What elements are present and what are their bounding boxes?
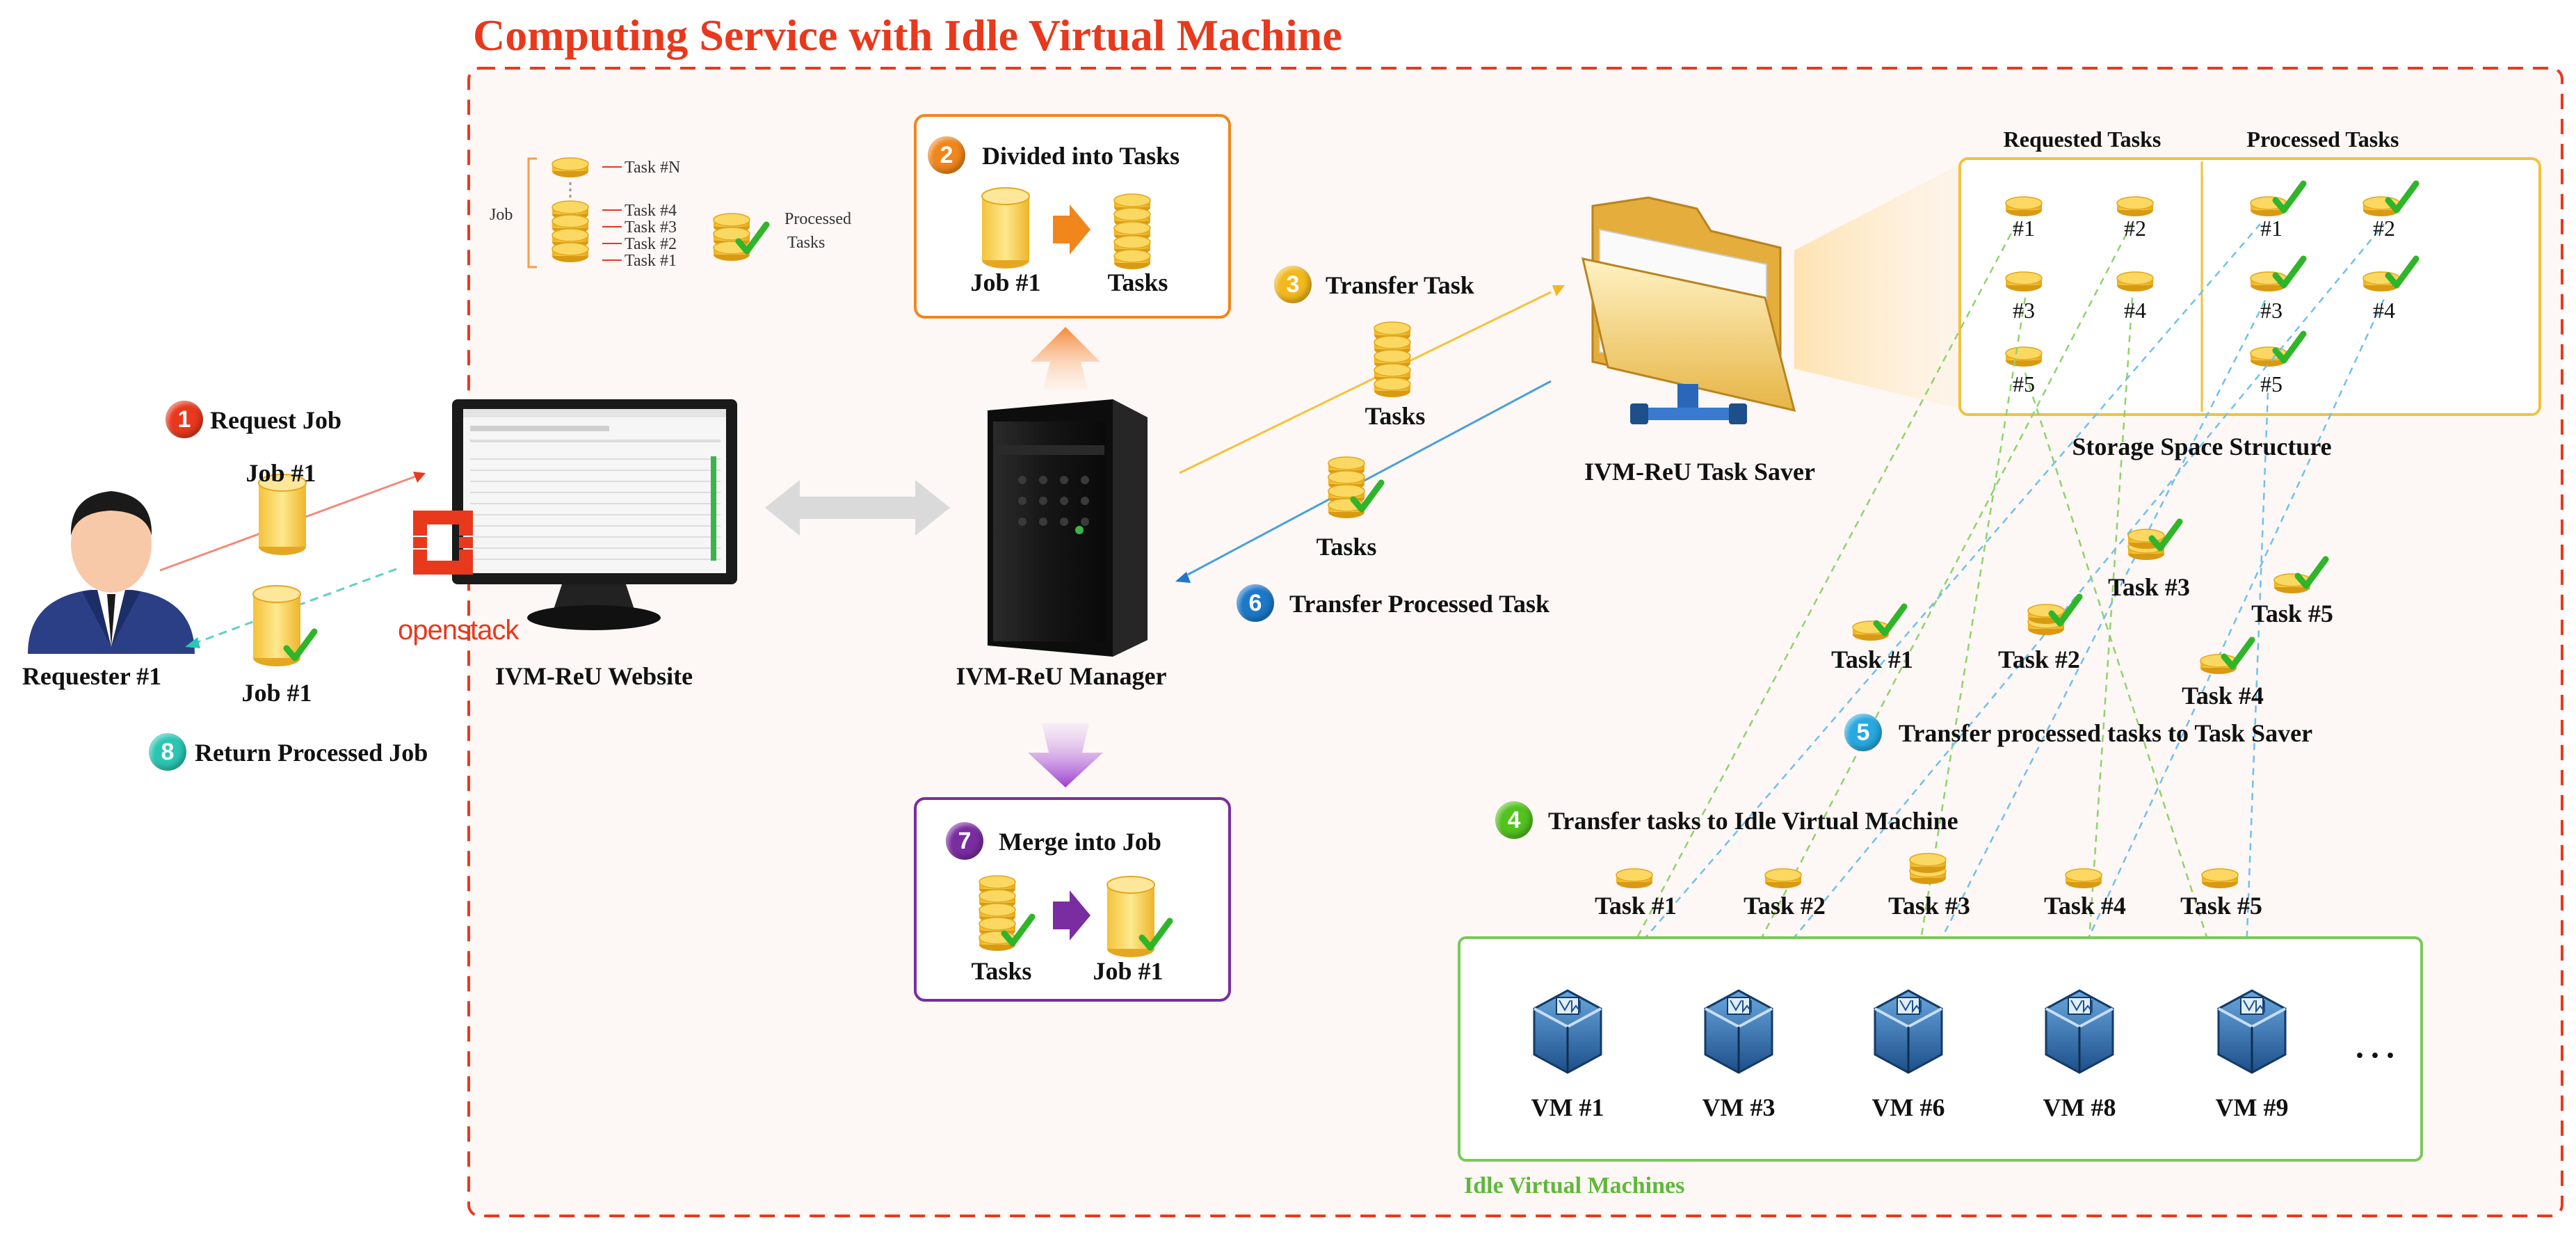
processed-tasks-header: Processed Tasks bbox=[2246, 127, 2399, 152]
divide-tasks-label: Tasks bbox=[1107, 269, 1168, 296]
storage-caption: Storage Space Structure bbox=[2072, 433, 2332, 460]
step-3-label: Transfer Task bbox=[1326, 271, 1474, 299]
transfer-tasks-label: Tasks bbox=[1365, 402, 1426, 430]
requested-task-label: #4 bbox=[2124, 298, 2146, 323]
legend-task-3: Task #3 bbox=[625, 218, 677, 237]
processed-task-label: Task #5 bbox=[2251, 600, 2333, 627]
queued-task-label: Task #5 bbox=[2180, 892, 2262, 920]
idle-vm-label: Idle Virtual Machines bbox=[1464, 1173, 1685, 1199]
step-5-badge: 5 bbox=[1844, 714, 1882, 751]
queued-task-label: Task #2 bbox=[1744, 892, 1826, 920]
website-monitor-icon bbox=[452, 399, 737, 630]
requested-tasks-header: Requested Tasks bbox=[2003, 127, 2162, 152]
legend-task-4: Task #4 bbox=[625, 202, 677, 220]
processed-task-label: #5 bbox=[2260, 371, 2283, 396]
processed-task-label: Task #1 bbox=[1831, 646, 1913, 673]
step-6-label: Transfer Processed Task bbox=[1289, 590, 1550, 618]
merge-tasks-label: Tasks bbox=[971, 957, 1032, 985]
requester-person-icon bbox=[28, 491, 195, 654]
website-label: IVM-ReU Website bbox=[494, 662, 693, 690]
vm-label: VM #1 bbox=[1531, 1093, 1604, 1121]
diagram-title: Computing Service with Idle Virtual Mach… bbox=[473, 10, 1342, 60]
merge-job-label: Job #1 bbox=[1093, 957, 1164, 985]
step-1-badge: 1 bbox=[166, 401, 203, 438]
vm-icon bbox=[2217, 989, 2287, 1074]
legend-task-2: Task #2 bbox=[625, 235, 677, 253]
requested-task-label: #1 bbox=[2013, 216, 2035, 241]
step-3-badge: 3 bbox=[1274, 266, 1312, 303]
requested-task-label: #2 bbox=[2124, 216, 2146, 241]
vm-label: VM #6 bbox=[1871, 1093, 1945, 1121]
processed-task-label: #1 bbox=[2260, 216, 2283, 241]
processed-task-label: #2 bbox=[2373, 216, 2395, 241]
legend-task-n: Task #N bbox=[625, 159, 681, 177]
openstack-wordmark: openstack bbox=[398, 615, 519, 646]
queued-task-label: Task #1 bbox=[1595, 892, 1677, 920]
storage-box bbox=[1958, 157, 2541, 416]
vm-icon bbox=[1704, 989, 1773, 1074]
processed-task-label: Task #4 bbox=[2182, 682, 2264, 710]
transfer-back-tasks-label: Tasks bbox=[1316, 533, 1377, 561]
manager-server-icon bbox=[988, 399, 1148, 657]
step-8-badge: 8 bbox=[149, 733, 186, 771]
queued-task-label: Task #3 bbox=[1888, 892, 1970, 920]
legend-job-label: Job bbox=[490, 206, 513, 224]
legend-task-1: Task #1 bbox=[625, 252, 677, 270]
processed-task-label: Task #2 bbox=[1998, 646, 2080, 673]
processed-task-label: #4 bbox=[2373, 298, 2395, 323]
requested-task-label: #5 bbox=[2013, 371, 2035, 396]
requester-job-out: Job #1 bbox=[241, 679, 312, 707]
step-4-badge: 4 bbox=[1495, 801, 1533, 839]
processed-task-label: #3 bbox=[2260, 298, 2283, 323]
vm-icon bbox=[1874, 989, 1943, 1074]
legend bbox=[527, 157, 766, 269]
requested-task-label: #3 bbox=[2013, 298, 2035, 323]
task-saver-folder-icon bbox=[1581, 196, 1796, 424]
step-5-label: Transfer processed tasks to Task Saver bbox=[1899, 719, 2313, 747]
step-7-label: Merge into Job bbox=[999, 828, 1161, 856]
vm-label: VM #3 bbox=[1702, 1093, 1776, 1121]
step-2-label: Divided into Tasks bbox=[982, 142, 1180, 170]
vm-label: VM #9 bbox=[2215, 1093, 2289, 1121]
step-7-badge: 7 bbox=[946, 822, 983, 860]
queued-task-label: Task #4 bbox=[2044, 892, 2126, 920]
step-2-badge: 2 bbox=[928, 136, 965, 174]
openstack-logo bbox=[413, 511, 473, 575]
vm-more-ellipsis: ··· bbox=[2354, 1037, 2401, 1074]
requester-label: Requester #1 bbox=[22, 662, 162, 690]
divide-job-label: Job #1 bbox=[970, 269, 1041, 296]
step-8-label: Return Processed Job bbox=[195, 739, 428, 767]
vm-icon bbox=[2045, 989, 2114, 1074]
step-4-label: Transfer tasks to Idle Virtual Machine bbox=[1548, 807, 1958, 835]
task-saver-label: IVM-ReU Task Saver bbox=[1584, 458, 1816, 486]
requester-job-in: Job #1 bbox=[245, 459, 316, 487]
step-6-badge: 6 bbox=[1237, 584, 1274, 622]
bidirectional-arrow-icon bbox=[765, 480, 950, 536]
manager-label: IVM-ReU Manager bbox=[956, 662, 1167, 690]
step-1-label: Request Job bbox=[210, 406, 342, 434]
processed-task-label: Task #3 bbox=[2108, 573, 2190, 601]
legend-tasks: Tasks bbox=[787, 234, 826, 252]
legend-processed: Processed bbox=[784, 210, 851, 228]
vm-icon bbox=[1533, 989, 1602, 1074]
vm-label: VM #8 bbox=[2043, 1093, 2116, 1121]
